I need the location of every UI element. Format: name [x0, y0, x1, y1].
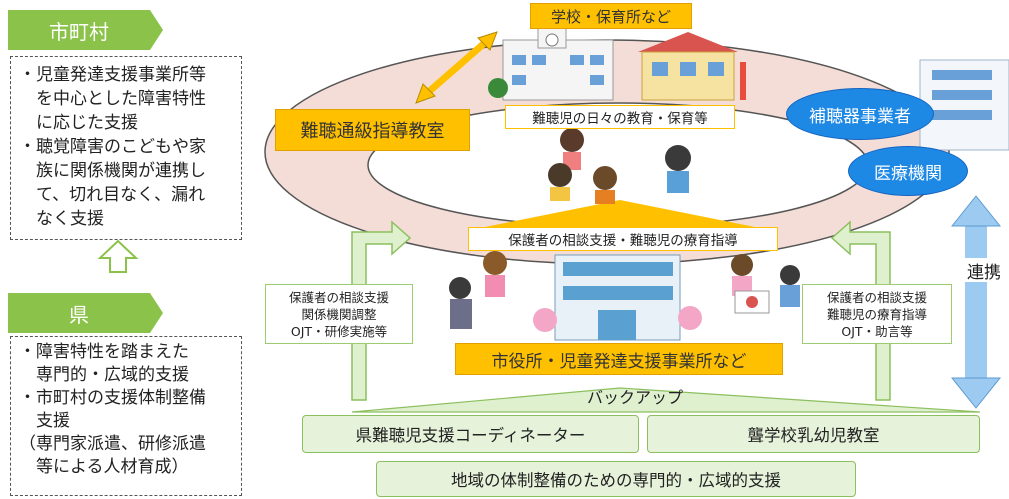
- left-support-note: 保護者の相談支援 関係機関調整 OJT・研修実施等: [265, 284, 413, 344]
- municipal-tag: 市町村: [8, 10, 150, 50]
- city-hall-label: 市役所・児童発達支援事業所など: [455, 343, 783, 375]
- regional-support-box: 地域の体制整備のための専門的・広域的支援: [376, 461, 856, 497]
- municipal-box: ・児童発達支援事業所等 を中心とした障害特性 に応じた支援 ・聴覚障害のこどもや…: [10, 56, 242, 240]
- double-arrow-icon: [415, 31, 498, 104]
- right-support-note: 保護者の相談支援 難聴児の療育指導 OJT・助言等: [802, 284, 952, 344]
- school-label: 学校・保育所など: [530, 3, 692, 29]
- up-arrow-icon: [97, 239, 139, 273]
- prefecture-box: ・障害特性を踏まえた 専門的・広域的支援 ・市町村の支援体制整備 支援 （専門家…: [10, 336, 242, 496]
- medical-institution: 医療機関: [848, 146, 968, 196]
- note-line: OJT・助言等: [841, 324, 913, 339]
- municipal-line: ・児童発達支援事業所等: [19, 65, 206, 85]
- guardian-support-label: 保護者の相談支援・難聴児の療育指導: [468, 227, 778, 251]
- collaboration-label: 連携: [960, 258, 1008, 283]
- prefecture-tag: 県: [8, 293, 150, 333]
- municipal-line: て、切れ目なく、漏れ: [19, 185, 206, 205]
- prefecture-line: 支援: [19, 411, 70, 431]
- daily-education-label: 難聴児の日々の教育・保育等: [505, 105, 735, 129]
- hospital-icon: [919, 59, 1009, 151]
- deaf-school-box: 聾学校乳幼児教室: [647, 415, 980, 453]
- hearing-class-label: 難聴通級指導教室: [275, 109, 470, 151]
- municipal-tag-point: [150, 10, 163, 50]
- office-building-icon: [533, 254, 702, 341]
- backup-label: バックアップ: [586, 388, 683, 407]
- blue-double-arrow-icon: [950, 195, 1002, 409]
- prefecture-line: 専門的・広域的支援: [19, 365, 189, 385]
- prefecture-line: ・障害特性を踏まえた: [19, 342, 189, 362]
- children-illustration: [548, 128, 691, 204]
- hearing-aid-provider: 補聴器事業者: [786, 88, 934, 140]
- municipal-line: 族に関係機関が連携し: [19, 161, 206, 181]
- municipal-line: を中心とした障害特性: [19, 89, 206, 109]
- prefecture-line: ・市町村の支援体制整備: [19, 388, 206, 408]
- school-building-icon: [488, 27, 614, 101]
- note-line: 保護者の相談支援: [288, 290, 389, 305]
- prefecture-line: （専門家派遣、研修派遣: [19, 434, 206, 454]
- note-line: 保護者の相談支援: [826, 290, 927, 305]
- triangle-mark: [470, 200, 770, 230]
- note-line: 難聴児の療育指導: [826, 307, 927, 322]
- note-line: 関係機関調整: [301, 307, 377, 322]
- prefecture-line: 等による人材育成）: [19, 457, 189, 477]
- note-line: OJT・研修実施等: [290, 324, 388, 339]
- municipal-line: ・聴覚障害のこどもや家: [19, 137, 206, 157]
- backup-triangle: [351, 387, 981, 413]
- municipal-line: に応じた支援: [19, 113, 138, 133]
- kindergarten-icon: [638, 32, 746, 101]
- prefecture-tag-point: [150, 293, 163, 333]
- municipal-line: なく支援: [19, 209, 104, 229]
- coordinator-box: 県難聴児支援コーディネーター: [302, 415, 639, 453]
- consultation-people: [449, 251, 800, 329]
